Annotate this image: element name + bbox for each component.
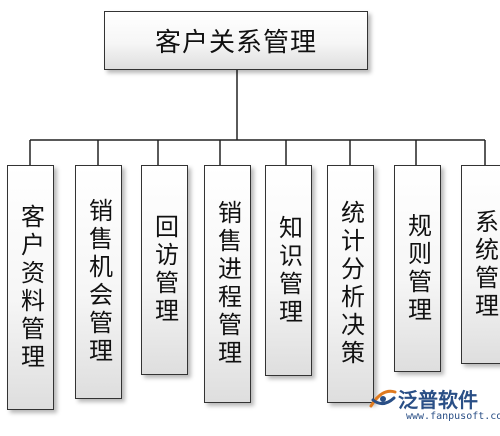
child-node-sales-process: 销售进程管理 bbox=[204, 165, 251, 403]
child-node-label: 销售进程管理 bbox=[213, 200, 242, 368]
child-node-label: 回访管理 bbox=[150, 214, 179, 326]
watermark-logo: 泛普软件 www.fanpusoft.com bbox=[368, 384, 500, 432]
child-node-label: 规则管理 bbox=[403, 212, 432, 325]
child-node-knowledge: 知识管理 bbox=[265, 165, 312, 376]
brand-logo-icon bbox=[369, 389, 397, 408]
child-node-label: 统计分析决策 bbox=[336, 200, 365, 368]
child-node-follow-up: 回访管理 bbox=[141, 165, 188, 375]
watermark-brand-name: 泛普软件 bbox=[398, 388, 478, 412]
child-node-customer-data: 客户资料管理 bbox=[7, 165, 54, 410]
child-node-system: 系统管理 bbox=[461, 165, 500, 364]
child-node-rules: 规则管理 bbox=[394, 165, 441, 372]
watermark-url: www.fanpusoft.com bbox=[406, 411, 500, 422]
root-node-label: 客户关系管理 bbox=[154, 28, 317, 58]
child-node-label: 销售机会管理 bbox=[84, 198, 113, 366]
child-node-label: 系统管理 bbox=[470, 208, 499, 321]
child-node-label: 客户资料管理 bbox=[16, 203, 45, 372]
child-node-sales-opportunity: 销售机会管理 bbox=[75, 165, 122, 399]
root-node: 客户关系管理 bbox=[104, 11, 368, 70]
child-node-label: 知识管理 bbox=[274, 214, 303, 327]
child-node-statistics: 统计分析决策 bbox=[327, 165, 374, 403]
